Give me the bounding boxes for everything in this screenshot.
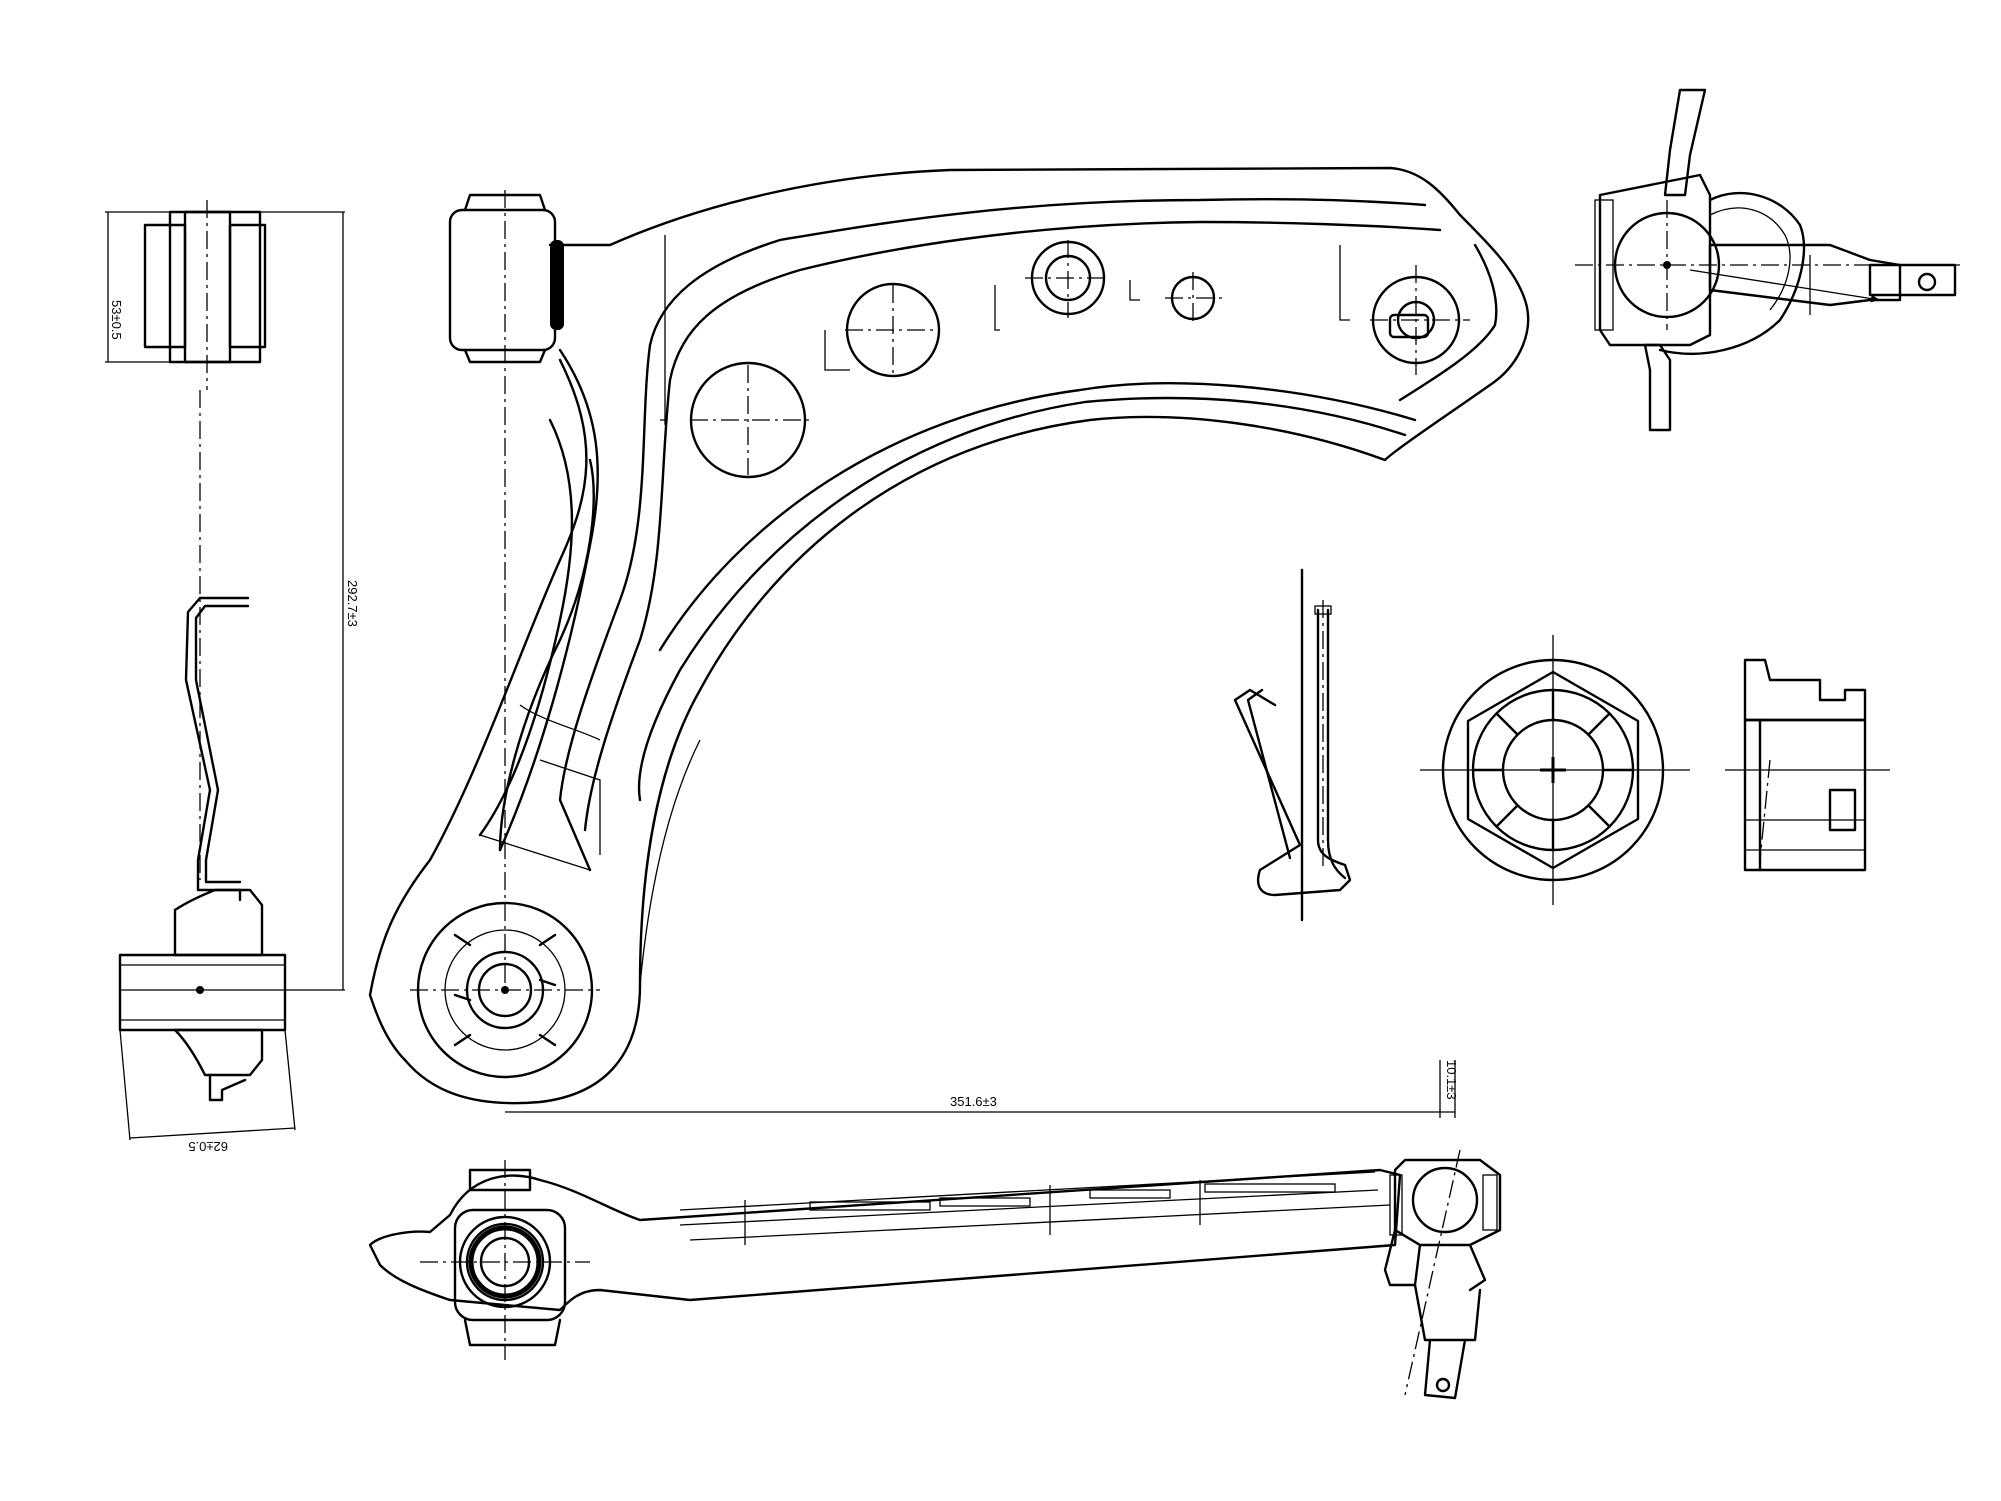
bushing-top-section: 53±0.5: [105, 200, 345, 390]
dim-bushing-width: 53±0.5: [109, 300, 124, 340]
ball-joint-section: [1575, 88, 1960, 432]
control-arm-side-view: [368, 1149, 1502, 1400]
dim-ball-offset: 10.1±3: [1444, 1060, 1459, 1100]
control-arm-plan-view: [368, 166, 1530, 1105]
dim-arm-height: 292.7±3: [345, 580, 360, 627]
arm-height-dimension: 292.7±3: [199, 212, 360, 990]
castle-nut-side: [1725, 658, 1890, 872]
dim-bushing-length: 62±0.5: [188, 1139, 228, 1154]
castle-nut-front: [1420, 635, 1690, 905]
cotter-pin: [1233, 568, 1352, 922]
bushing-bracket-section: 62±0.5: [118, 596, 345, 1154]
arm-length-dimension: 351.6±3 10.1±3: [505, 1060, 1459, 1118]
dim-arm-length: 351.6±3: [950, 1094, 997, 1109]
